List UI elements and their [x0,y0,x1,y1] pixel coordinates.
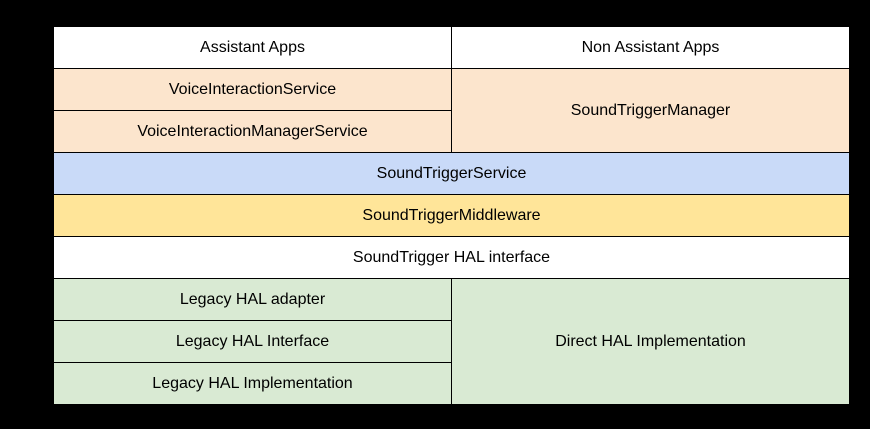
layer-cell-soundtriggerservice: SoundTriggerService [53,152,850,195]
layer-cell-legacy-hal-adapter: Legacy HAL adapter [53,278,452,321]
column-header-assistant-apps: Assistant Apps [53,26,452,69]
layer-cell-direct-hal-implementation: Direct HAL Implementation [451,278,850,405]
layer-cell-voiceinteractionservice: VoiceInteractionService [53,68,452,111]
column-header-non-assistant-apps: Non Assistant Apps [451,26,850,69]
layer-cell-legacy-hal-interface: Legacy HAL Interface [53,320,452,363]
table-row: VoiceInteractionManagerService [53,110,850,153]
layer-cell-voiceinteractionmanagerservice: VoiceInteractionManagerService [53,110,452,153]
layer-cell-legacy-hal-implementation: Legacy HAL Implementation [53,362,452,405]
table-row: Legacy HAL Interface [53,320,850,363]
table-row: SoundTriggerService [53,152,850,195]
table-row: SoundTriggerMiddleware [53,194,850,237]
layer-cell-soundtriggermiddleware: SoundTriggerMiddleware [53,194,850,237]
layer-cell-soundtrigger-hal-interface: SoundTrigger HAL interface [53,236,850,279]
table-row: Legacy HAL Implementation [53,362,850,405]
layer-cell-soundtriggermanager: SoundTriggerManager [451,68,850,153]
table-row: SoundTrigger HAL interface [53,236,850,279]
